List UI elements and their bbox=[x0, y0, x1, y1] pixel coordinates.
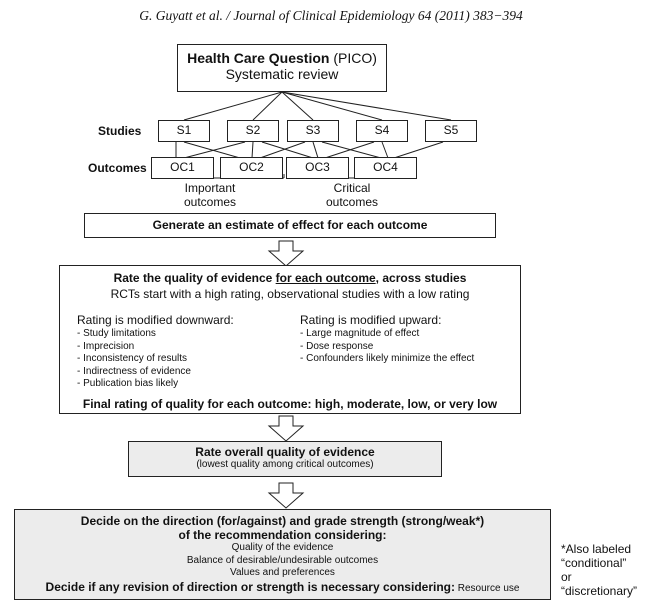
studies-label: Studies bbox=[98, 124, 142, 138]
decide-item: Quality of the evidence bbox=[231, 542, 334, 553]
outcome-oc1: OC1 bbox=[151, 157, 214, 179]
decide-item: Balance of desirable/undesirable outcome… bbox=[186, 554, 379, 566]
overall-quality-title: Rate overall quality of evidence bbox=[195, 445, 375, 459]
rate-quality-subtitle: RCTs start with a high rating, observati… bbox=[110, 287, 470, 301]
downward-item: - Inconsistency of results bbox=[77, 353, 188, 364]
downward-heading: Rating is modified downward: bbox=[77, 313, 234, 327]
downward-item: - Publication bias likely bbox=[77, 378, 179, 389]
decide-revision: Decide if any revision of direction or s… bbox=[45, 579, 520, 594]
down-arrow-icon bbox=[267, 415, 305, 442]
study-s4: S4 bbox=[356, 120, 408, 142]
downward-item: - Indirectness of evidence bbox=[77, 365, 191, 377]
upward-column: Rating is modified upward: - Large magni… bbox=[300, 313, 515, 366]
decide-item: Values and preferences bbox=[230, 567, 335, 578]
study-s3: S3 bbox=[287, 120, 339, 142]
outcome-oc4: OC4 bbox=[354, 157, 417, 179]
decide-line2: of the recommendation considering: bbox=[178, 528, 387, 542]
decide-box: Decide on the direction (for/against) an… bbox=[14, 509, 551, 600]
outcome-oc2: OC2 bbox=[220, 157, 283, 179]
study-s1: S1 bbox=[158, 120, 210, 142]
downward-column: Rating is modified downward: - Study lim… bbox=[77, 313, 297, 391]
down-arrow-icon bbox=[267, 240, 305, 267]
rate-quality-title: Rate the quality of evidence for each ou… bbox=[113, 271, 467, 285]
footnote: *Also labeled “conditional” or “discreti… bbox=[561, 542, 638, 598]
outcome-oc3: OC3 bbox=[286, 157, 349, 179]
upward-item: - Dose response bbox=[300, 340, 374, 352]
pico-box: Health Care Question (PICO) Systematic r… bbox=[177, 44, 387, 92]
decide-line1: Decide on the direction (for/against) an… bbox=[80, 514, 485, 528]
upward-heading: Rating is modified upward: bbox=[300, 313, 442, 327]
down-arrow-icon bbox=[267, 482, 305, 509]
pico-title: Health Care Question (PICO) bbox=[187, 50, 377, 66]
overall-quality-box: Rate overall quality of evidence (lowest… bbox=[128, 441, 442, 477]
outcomes-label: Outcomes bbox=[88, 161, 147, 175]
upward-item: - Confounders likely minimize the effect bbox=[300, 353, 475, 364]
overall-quality-subtitle: (lowest quality among critical outcomes) bbox=[196, 459, 374, 470]
critical-outcomes-label: Critical outcomes bbox=[325, 181, 379, 209]
estimate-box: Generate an estimate of effect for each … bbox=[84, 213, 496, 238]
study-s5: S5 bbox=[425, 120, 477, 142]
study-s2: S2 bbox=[227, 120, 279, 142]
journal-header: G. Guyatt et al. / Journal of Clinical E… bbox=[139, 8, 523, 23]
downward-item: - Imprecision bbox=[77, 340, 135, 352]
pico-subtitle: Systematic review bbox=[225, 66, 339, 82]
downward-item: - Study limitations bbox=[77, 328, 156, 339]
upward-item: - Large magnitude of effect bbox=[300, 328, 420, 339]
final-rating: Final rating of quality for each outcome… bbox=[82, 397, 498, 411]
important-outcomes-label: Important outcomes bbox=[183, 181, 237, 209]
rate-quality-box: Rate the quality of evidence for each ou… bbox=[59, 265, 521, 414]
